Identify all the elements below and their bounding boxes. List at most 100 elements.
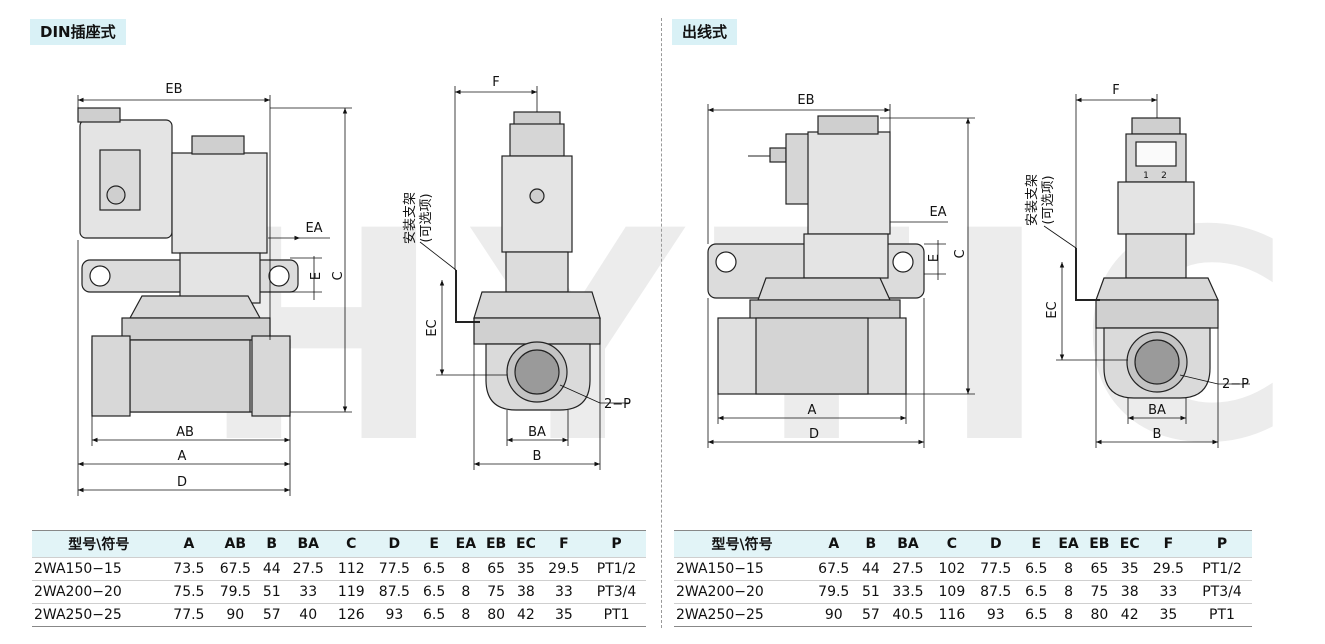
dim-d-right: D: [809, 427, 819, 442]
table-cell: 29.5: [540, 557, 588, 581]
table-cell: PT1/2: [587, 557, 646, 581]
table-cell: 79.5: [810, 580, 858, 604]
model-cell: 2WA250−25: [674, 603, 811, 627]
table-cell: PT1/2: [1191, 557, 1252, 581]
table-cell: 38: [1114, 580, 1145, 604]
dim-ba-left: BA: [528, 425, 546, 440]
table-cell: 40.5: [884, 603, 932, 627]
table-cell: 77.5: [165, 603, 213, 627]
table-cell: 109: [931, 580, 973, 604]
din-socket-title: DIN插座式: [30, 19, 126, 45]
section-divider: [661, 18, 662, 628]
table-cell: 93: [371, 603, 418, 627]
table-header-cell: 型号\符号: [32, 530, 166, 558]
table-header-cell: EB: [1084, 530, 1115, 558]
dim-ec-left: EC: [425, 319, 440, 336]
table-cell: 35: [511, 557, 541, 581]
table-cell: 67.5: [810, 557, 858, 581]
table-cell: 93: [972, 603, 1020, 627]
dim-a-left: A: [178, 449, 187, 464]
din-side-dims: [419, 86, 630, 470]
model-cell: 2WA150−15: [32, 557, 166, 581]
table-cell: 79.5: [212, 580, 259, 604]
dim-b-left: B: [533, 449, 542, 464]
table-header-cell: D: [371, 530, 418, 558]
dim-a-right: A: [808, 403, 817, 418]
dim-f-left: F: [492, 75, 499, 90]
table-cell: 35: [1114, 557, 1145, 581]
table-cell: 51: [258, 580, 285, 604]
table-cell: 73.5: [165, 557, 213, 581]
model-cell: 2WA200−20: [674, 580, 811, 604]
din-front-dims: [77, 95, 352, 496]
table-cell: 112: [331, 557, 372, 581]
dim-eb-left: EB: [165, 82, 182, 97]
table-cell: 6.5: [417, 580, 451, 604]
din-side-view: [455, 111, 601, 411]
table-cell: 116: [931, 603, 973, 627]
optional-label-right: (可选项): [1041, 175, 1056, 224]
table-cell: 65: [481, 557, 512, 581]
lead-wire-title: 出线式: [672, 19, 738, 45]
table-cell: PT1: [1191, 603, 1252, 627]
dim-b-right: B: [1153, 427, 1162, 442]
table-cell: 6.5: [417, 603, 451, 627]
table-cell: 87.5: [371, 580, 418, 604]
din-front-view: [77, 107, 299, 417]
table-header-cell: AB: [212, 530, 259, 558]
table-cell: 35: [1144, 603, 1192, 627]
table-cell: PT3/4: [587, 580, 646, 604]
table-cell: 33: [1144, 580, 1192, 604]
table-cell: 57: [258, 603, 285, 627]
table-cell: 57: [857, 603, 885, 627]
table-cell: 65: [1084, 557, 1115, 581]
table-cell: 75: [1084, 580, 1115, 604]
table-cell: 75.5: [165, 580, 213, 604]
table-cell: 6.5: [1019, 603, 1054, 627]
table-cell: 33: [285, 580, 332, 604]
table-header-cell: EA: [1053, 530, 1085, 558]
lead-front-dims: [707, 104, 975, 448]
table-cell: 6.5: [417, 557, 451, 581]
model-cell: 2WA250−25: [32, 603, 166, 627]
dim-f-right: F: [1112, 83, 1119, 98]
model-cell: 2WA200−20: [32, 580, 166, 604]
table-header-cell: EB: [481, 530, 512, 558]
table-cell: 8: [450, 603, 482, 627]
dim-ba-right: BA: [1148, 403, 1166, 418]
table-cell: 77.5: [371, 557, 418, 581]
table-cell: 80: [481, 603, 512, 627]
pin-1-label: 1: [1143, 171, 1149, 181]
table-header-cell: F: [540, 530, 588, 558]
table-cell: 6.5: [1019, 557, 1054, 581]
table-header-cell: BA: [285, 530, 332, 558]
table-cell: 126: [331, 603, 372, 627]
table-cell: 38: [511, 580, 541, 604]
table-cell: PT3/4: [1191, 580, 1252, 604]
table-cell: 80: [1084, 603, 1115, 627]
table-cell: 8: [1053, 557, 1085, 581]
bracket-label-right: 安装支架: [1025, 174, 1040, 226]
table-cell: 102: [931, 557, 973, 581]
table-header-cell: EC: [511, 530, 541, 558]
dim-ea-left: EA: [305, 221, 322, 236]
table-cell: 90: [212, 603, 259, 627]
table-header-cell: EC: [1114, 530, 1145, 558]
dim-ec-right: EC: [1045, 301, 1060, 318]
pin-2-label: 2: [1161, 171, 1167, 181]
table-cell: 27.5: [285, 557, 332, 581]
table-header-cell: D: [972, 530, 1020, 558]
table-cell: 35: [540, 603, 588, 627]
table-header-cell: E: [1019, 530, 1054, 558]
table-cell: 90: [810, 603, 858, 627]
